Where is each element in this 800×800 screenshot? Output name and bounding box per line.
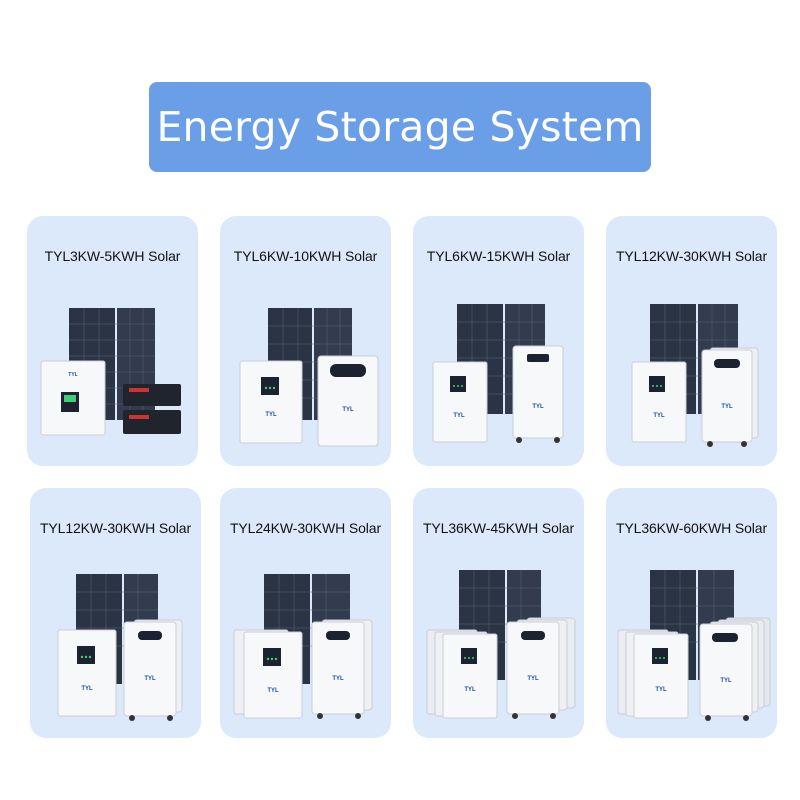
inverter-icon: TYL <box>432 361 488 443</box>
brand-logo: TYL <box>527 676 539 682</box>
brand-logo: TYL <box>720 678 732 684</box>
brand-logo: TYL <box>453 413 465 419</box>
product-card[interactable]: TYL3KW-5KWH Solar TYL <box>27 216 198 466</box>
inverter-icon: TYL <box>426 629 498 719</box>
inverter-icon: TYL <box>631 361 687 443</box>
inverter-icon: TYL <box>239 360 303 444</box>
battery-icon: TYL <box>512 345 564 443</box>
product-image: TYL TYL <box>57 574 183 721</box>
product-card[interactable]: TYL12KW-30KWH Solar TYL <box>606 216 777 466</box>
product-title: TYL6KW-10KWH Solar <box>233 248 378 264</box>
brand-logo: TYL <box>532 404 544 410</box>
battery-icon: TYL <box>311 619 373 719</box>
product-image: TYL TYL <box>617 570 771 721</box>
product-card[interactable]: TYL12KW-30KWH Solar TYL <box>30 488 201 738</box>
product-title: TYL36KW-45KWH Solar <box>422 520 575 536</box>
inverter-icon: TYL <box>57 629 117 717</box>
product-title: TYL6KW-15KWH Solar <box>426 248 571 264</box>
brand-logo: TYL <box>332 676 344 682</box>
product-card[interactable]: TYL36KW-60KWH Solar TYL <box>606 488 777 738</box>
inverter-icon: TYL <box>40 360 106 436</box>
product-image: TYL TYL <box>426 570 576 719</box>
battery-icon: TYL <box>317 355 379 447</box>
brand-logo: TYL <box>144 676 156 682</box>
product-image: TYL TYL <box>239 308 379 447</box>
brand-logo: TYL <box>464 687 476 693</box>
title-banner: Energy Storage System <box>149 82 651 172</box>
product-card[interactable]: TYL36KW-45KWH Solar TYL <box>413 488 584 738</box>
inverter-icon: TYL <box>233 629 303 719</box>
battery-icon: TYL <box>123 619 183 721</box>
battery-icon: TYL <box>701 347 759 447</box>
product-title: TYL3KW-5KWH Solar <box>44 248 181 264</box>
page-title: Energy Storage System <box>156 103 644 151</box>
brand-logo: TYL <box>267 688 279 694</box>
product-image: TYL TYL <box>432 304 564 443</box>
brand-logo: TYL <box>655 687 667 693</box>
product-card[interactable]: TYL24KW-30KWH Solar TYL <box>220 488 391 738</box>
battery-icon: TYL <box>699 617 771 721</box>
inverter-icon: TYL <box>617 629 689 719</box>
product-image: TYL TYL <box>233 574 373 719</box>
product-image: TYL <box>40 308 181 436</box>
brand-logo: TYL <box>81 686 93 692</box>
brand-logo: TYL <box>653 413 665 419</box>
battery-icon: TYL <box>506 617 576 719</box>
product-title: TYL12KW-30KWH Solar <box>39 520 192 536</box>
brand-logo: TYL <box>265 412 277 418</box>
battery-icon <box>123 384 181 434</box>
product-image: TYL TYL <box>631 304 759 447</box>
product-card[interactable]: TYL6KW-15KWH Solar TYL <box>413 216 584 466</box>
brand-logo: TYL <box>342 407 354 413</box>
product-title: TYL24KW-30KWH Solar <box>229 520 382 536</box>
brand-logo: TYL <box>68 372 77 378</box>
product-title: TYL36KW-60KWH Solar <box>615 520 768 536</box>
product-title: TYL12KW-30KWH Solar <box>615 248 768 264</box>
brand-logo: TYL <box>721 404 733 410</box>
product-card[interactable]: TYL6KW-10KWH Solar TYL <box>220 216 391 466</box>
